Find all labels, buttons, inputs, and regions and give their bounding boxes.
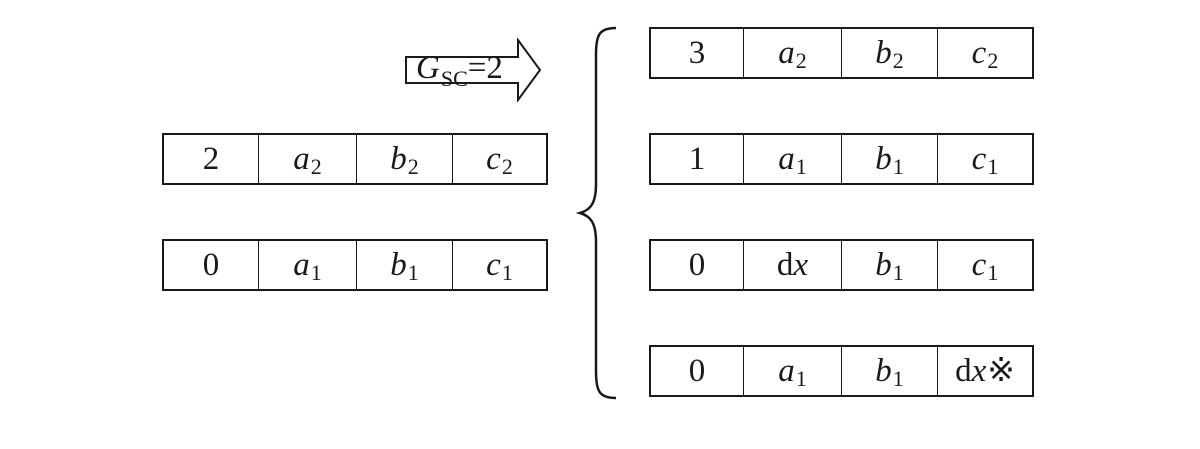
a-var: a (778, 34, 795, 71)
c-sub: 1 (987, 260, 999, 285)
gsc-arrow-label: GSC=2 (416, 50, 503, 90)
dx-prefix: d (776, 246, 794, 283)
c-var: c (486, 246, 501, 283)
field0-cell: 1 (688, 140, 706, 177)
gsc-arrow-icon (405, 38, 542, 102)
field0-cell: 0 (202, 246, 220, 283)
b-sub: 2 (407, 154, 419, 179)
a-var: a (293, 246, 310, 283)
c-sub: 2 (987, 48, 999, 73)
b-var: b (875, 34, 892, 71)
field0-cell: 0 (688, 352, 706, 389)
a-sub: 1 (310, 260, 322, 285)
a-sub: 2 (310, 154, 322, 179)
a-var: a (293, 140, 310, 177)
a-var: a (778, 140, 795, 177)
gsc-subscript: SC (440, 66, 468, 91)
b-var: b (875, 140, 892, 177)
c-var: c (486, 140, 501, 177)
c-sub: 1 (987, 154, 999, 179)
b-sub: 2 (892, 48, 904, 73)
c-sub: 2 (501, 154, 513, 179)
b-var: b (875, 246, 892, 283)
dx-prefix: d (955, 352, 972, 389)
c-var: c (971, 246, 987, 283)
a-sub: 1 (795, 366, 807, 391)
field0-cell: 2 (202, 140, 220, 177)
b-var: b (390, 140, 407, 177)
a-sub: 2 (795, 48, 807, 73)
reference-mark-icon: ※ (987, 352, 1015, 389)
b-sub: 1 (892, 260, 904, 285)
c-var: c (971, 140, 987, 177)
c-sub: 1 (501, 260, 513, 285)
field0-cell: 0 (688, 246, 706, 283)
dx-var: x (971, 352, 987, 389)
b-sub: 1 (892, 366, 904, 391)
a-var: a (778, 352, 795, 389)
curly-brace-icon (576, 26, 617, 400)
dx-var: x (793, 246, 809, 283)
b-sub: 1 (407, 260, 419, 285)
b-sub: 1 (892, 154, 904, 179)
b-var: b (390, 246, 407, 283)
a-sub: 1 (795, 154, 807, 179)
gsc-equals: =2 (467, 50, 503, 86)
c-var: c (971, 34, 987, 71)
b-var: b (875, 352, 892, 389)
gsc-symbol: G (416, 50, 440, 86)
field0-cell: 3 (688, 34, 706, 71)
